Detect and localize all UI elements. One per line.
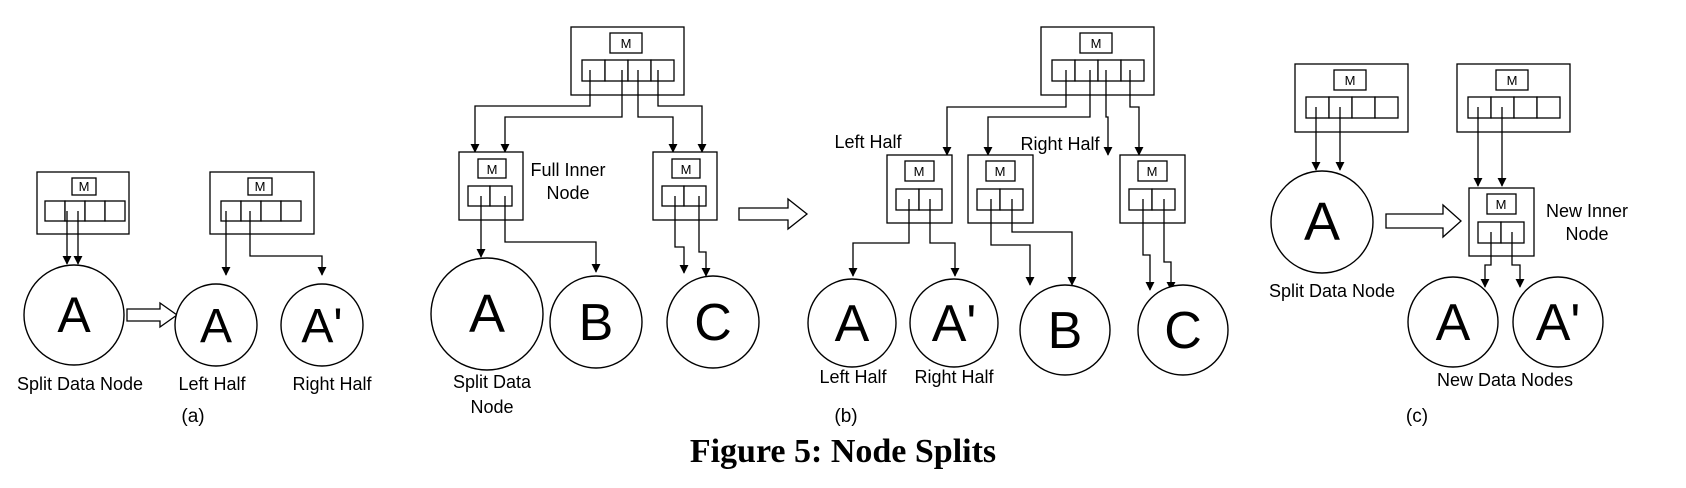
model-box: M bbox=[1456, 63, 1571, 133]
model-box: M bbox=[1040, 26, 1155, 96]
split-data-node-label: Split Data Node bbox=[1269, 281, 1395, 301]
right-half-label: Right Half bbox=[914, 367, 994, 387]
node-label: A' bbox=[932, 295, 977, 353]
split-data-node bbox=[23, 264, 125, 366]
full-inner-node: M bbox=[458, 151, 524, 221]
full-inner-node-label: Node bbox=[546, 183, 589, 203]
sublabel-c: (c) bbox=[1406, 406, 1428, 427]
model-label: M bbox=[255, 179, 266, 194]
split-data-node-label: Split Data Node bbox=[17, 374, 143, 394]
new-data-node bbox=[1407, 276, 1499, 368]
node-label: A bbox=[57, 287, 91, 343]
model-label: M bbox=[681, 162, 692, 177]
model-label: M bbox=[1496, 197, 1507, 212]
data-node-c bbox=[666, 275, 760, 369]
hollow-arrow bbox=[1385, 203, 1462, 239]
inner-node: M bbox=[652, 151, 718, 221]
inner-node-left-half: M bbox=[886, 154, 953, 224]
split-data-label: Node bbox=[470, 397, 513, 417]
new-inner-node-label: New Inner bbox=[1546, 201, 1628, 221]
node-label: A bbox=[1304, 192, 1340, 252]
panel-a: M A M A A' Split Data Node Left Hal bbox=[17, 171, 373, 427]
left-half-label: Left Half bbox=[819, 367, 887, 387]
inner-node-right-half: M bbox=[967, 154, 1034, 224]
model-label: M bbox=[1507, 73, 1518, 88]
node-label: B bbox=[579, 294, 614, 352]
node-label: B bbox=[1048, 302, 1083, 360]
right-half-label: Right Half bbox=[1020, 134, 1100, 154]
panel-c: M A Split Data Node M M bbox=[1269, 63, 1628, 427]
left-half-label: Left Half bbox=[834, 132, 902, 152]
right-half-node bbox=[909, 278, 999, 368]
model-box: M bbox=[209, 171, 315, 235]
new-data-nodes-label: New Data Nodes bbox=[1437, 370, 1573, 390]
full-inner-node-label: Full Inner bbox=[530, 160, 605, 180]
split-data-node bbox=[430, 257, 544, 371]
node-label: A bbox=[835, 295, 870, 353]
model-label: M bbox=[79, 179, 90, 194]
model-box: M bbox=[570, 26, 685, 96]
model-label: M bbox=[1147, 164, 1158, 179]
sublabel-a: (a) bbox=[181, 406, 204, 427]
data-node-b bbox=[549, 275, 643, 369]
node-label: A bbox=[1436, 294, 1471, 352]
split-data-label: Split Data bbox=[453, 372, 532, 392]
left-half-node bbox=[174, 283, 258, 367]
left-half-label: Left Half bbox=[178, 374, 246, 394]
data-node-c bbox=[1137, 284, 1229, 376]
model-label: M bbox=[621, 36, 632, 51]
new-inner-node-label: Node bbox=[1565, 224, 1608, 244]
new-data-node bbox=[1512, 276, 1604, 368]
node-label: C bbox=[1164, 302, 1202, 360]
figure-caption: Figure 5: Node Splits bbox=[690, 433, 996, 470]
model-label: M bbox=[1091, 36, 1102, 51]
model-label: M bbox=[487, 162, 498, 177]
node-label: A bbox=[200, 300, 232, 353]
node-label: C bbox=[694, 294, 732, 352]
panel-b: M M Full Inner Node M bbox=[430, 26, 1229, 427]
model-label: M bbox=[995, 164, 1006, 179]
hollow-arrow bbox=[126, 301, 179, 329]
data-node-b bbox=[1019, 284, 1111, 376]
inner-node: M bbox=[1119, 154, 1186, 224]
model-label: M bbox=[1345, 73, 1356, 88]
right-half-label: Right Half bbox=[292, 374, 372, 394]
node-label: A' bbox=[301, 300, 342, 353]
hollow-arrow bbox=[738, 197, 809, 231]
split-data-node bbox=[1270, 170, 1374, 274]
node-label: A bbox=[469, 284, 505, 344]
new-inner-node: M bbox=[1468, 187, 1535, 257]
model-box: M bbox=[36, 171, 130, 235]
model-box: M bbox=[1294, 63, 1409, 133]
left-half-node bbox=[807, 278, 897, 368]
sublabel-b: (b) bbox=[834, 406, 857, 427]
right-half-node bbox=[280, 283, 364, 367]
model-label: M bbox=[914, 164, 925, 179]
node-label: A' bbox=[1536, 294, 1581, 352]
